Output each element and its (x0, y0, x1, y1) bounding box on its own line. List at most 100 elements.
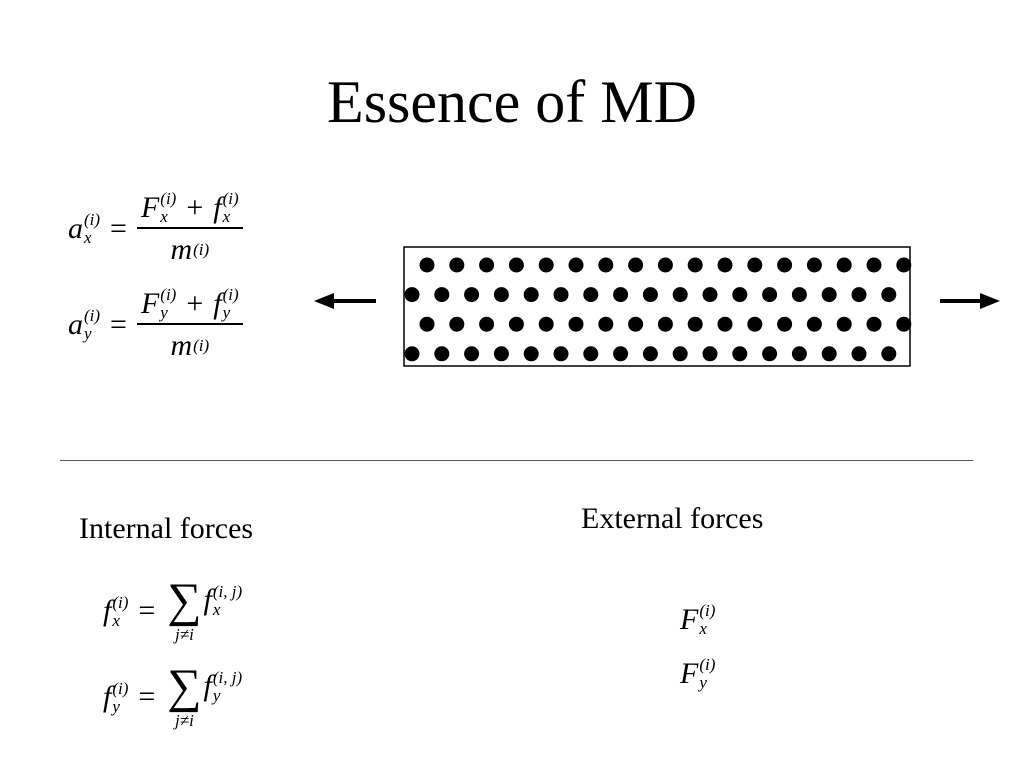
symbol-sup: (i) (84, 306, 101, 325)
symbol-base: a (68, 307, 83, 341)
symbol-sub: y (222, 303, 231, 322)
plus-sign: + (186, 286, 204, 320)
atom-dot (583, 346, 599, 362)
atom-dot (896, 316, 912, 332)
symbol-sub: y (84, 324, 92, 343)
atom-dot (672, 346, 688, 362)
symbol-sup: (i) (699, 655, 716, 674)
symbol-sub: x (84, 228, 92, 247)
sigma-symbol: ∑ (167, 574, 202, 627)
atom-dot (717, 316, 733, 332)
summation: ∑ j≠i (167, 663, 201, 730)
atom-dot (687, 316, 703, 332)
atom-dot (464, 346, 480, 362)
symbol-sup: (i, j) (212, 581, 243, 601)
atom-dot (866, 257, 882, 273)
atom-dot (791, 346, 807, 362)
external-force-y: F(i)y (680, 656, 715, 691)
atom-dot (449, 316, 465, 332)
horizontal-divider (60, 460, 973, 461)
atom-dot (404, 346, 420, 362)
atom-dot (657, 257, 673, 273)
symbol-base: f (103, 594, 112, 627)
equals-sign: = (138, 594, 156, 627)
atom-dot (419, 257, 435, 273)
atom-dot (449, 257, 465, 273)
atom-dot (642, 287, 658, 303)
atom-dot (791, 287, 807, 303)
external-force-x: F(i)x (680, 602, 715, 637)
lattice-box (403, 246, 911, 367)
ay-fraction: F(i)y + f(i)y m(i) (136, 285, 243, 363)
atom-dot (896, 257, 912, 273)
symbol-sup: (i) (193, 240, 210, 259)
symbol-base: a (68, 211, 83, 245)
atom-dot (821, 287, 837, 303)
atom-dot (881, 346, 897, 362)
symbol-sub: x (112, 610, 120, 630)
atom-dot (851, 346, 867, 362)
symbol-base: f (203, 669, 212, 702)
right-arrow-icon (940, 293, 1000, 309)
equation-fx: f(i)x = ∑ j≠i f(i, j)x (103, 574, 243, 644)
left-arrow-icon (314, 293, 376, 309)
ax-fraction: F(i)x + f(i)x m(i) (136, 189, 243, 267)
atom-dot (851, 287, 867, 303)
symbol-base: m (170, 329, 193, 362)
atom-dot (836, 257, 852, 273)
atom-dot (777, 316, 793, 332)
atom-dot (613, 287, 629, 303)
symbol-sup: (i) (222, 189, 239, 208)
ay-lhs: a (i)y (68, 307, 100, 342)
symbol-sup: (i) (222, 285, 239, 304)
ay-numerator: F(i)y + f(i)y (136, 285, 243, 325)
summation: ∑ j≠i (167, 574, 202, 644)
atom-dot (523, 346, 539, 362)
symbol-sup: (i) (193, 336, 210, 355)
atom-dot (508, 257, 524, 273)
symbol-sub: x (160, 207, 168, 226)
atom-lattice (403, 246, 912, 367)
equation-fy: f(i)y = ∑ j≠i f(i, j)y (103, 663, 243, 730)
atom-dot (493, 346, 509, 362)
atom-dot (419, 316, 435, 332)
symbol-base: F (680, 602, 699, 636)
ax-numerator: F(i)x + f(i)x (136, 189, 243, 229)
atom-dot (642, 346, 658, 362)
symbol-sup: (i, j) (212, 667, 243, 687)
atom-dot (568, 316, 584, 332)
symbol-sup: (i) (160, 285, 177, 304)
atom-dot (717, 257, 733, 273)
equation-ax: a (i)x = F(i)x + f(i)x m(i) (68, 190, 243, 267)
atom-dot (538, 257, 554, 273)
symbol-sup: (i) (160, 189, 177, 208)
sum-index: j≠i (175, 711, 194, 730)
internal-forces-label: Internal forces (79, 512, 254, 545)
symbol-sub: y (699, 673, 707, 692)
atom-dot (523, 287, 539, 303)
atom-dot (434, 346, 450, 362)
atom-dot (836, 316, 852, 332)
symbol-base: f (213, 190, 222, 224)
atom-dot (702, 287, 718, 303)
equals-sign: = (110, 307, 127, 341)
atom-dot (732, 346, 748, 362)
atom-dot (598, 316, 614, 332)
atom-dot (687, 257, 703, 273)
atom-dot (568, 257, 584, 273)
atom-dot (613, 346, 629, 362)
atom-dot (806, 257, 822, 273)
slide-title: Essence of MD (327, 69, 697, 135)
symbol-sup: (i) (112, 592, 129, 612)
atom-dot (583, 287, 599, 303)
atom-dot (538, 316, 554, 332)
atom-dot (434, 287, 450, 303)
equals-sign: = (110, 211, 127, 245)
equation-ay: a (i)y = F(i)y + f(i)y m(i) (68, 286, 243, 363)
ax-lhs: a (i)x (68, 211, 100, 246)
ax-denominator: m(i) (170, 229, 209, 267)
atom-dot (672, 287, 688, 303)
plus-sign: + (186, 190, 204, 224)
symbol-base: F (680, 656, 699, 690)
symbol-sub: y (212, 685, 221, 705)
